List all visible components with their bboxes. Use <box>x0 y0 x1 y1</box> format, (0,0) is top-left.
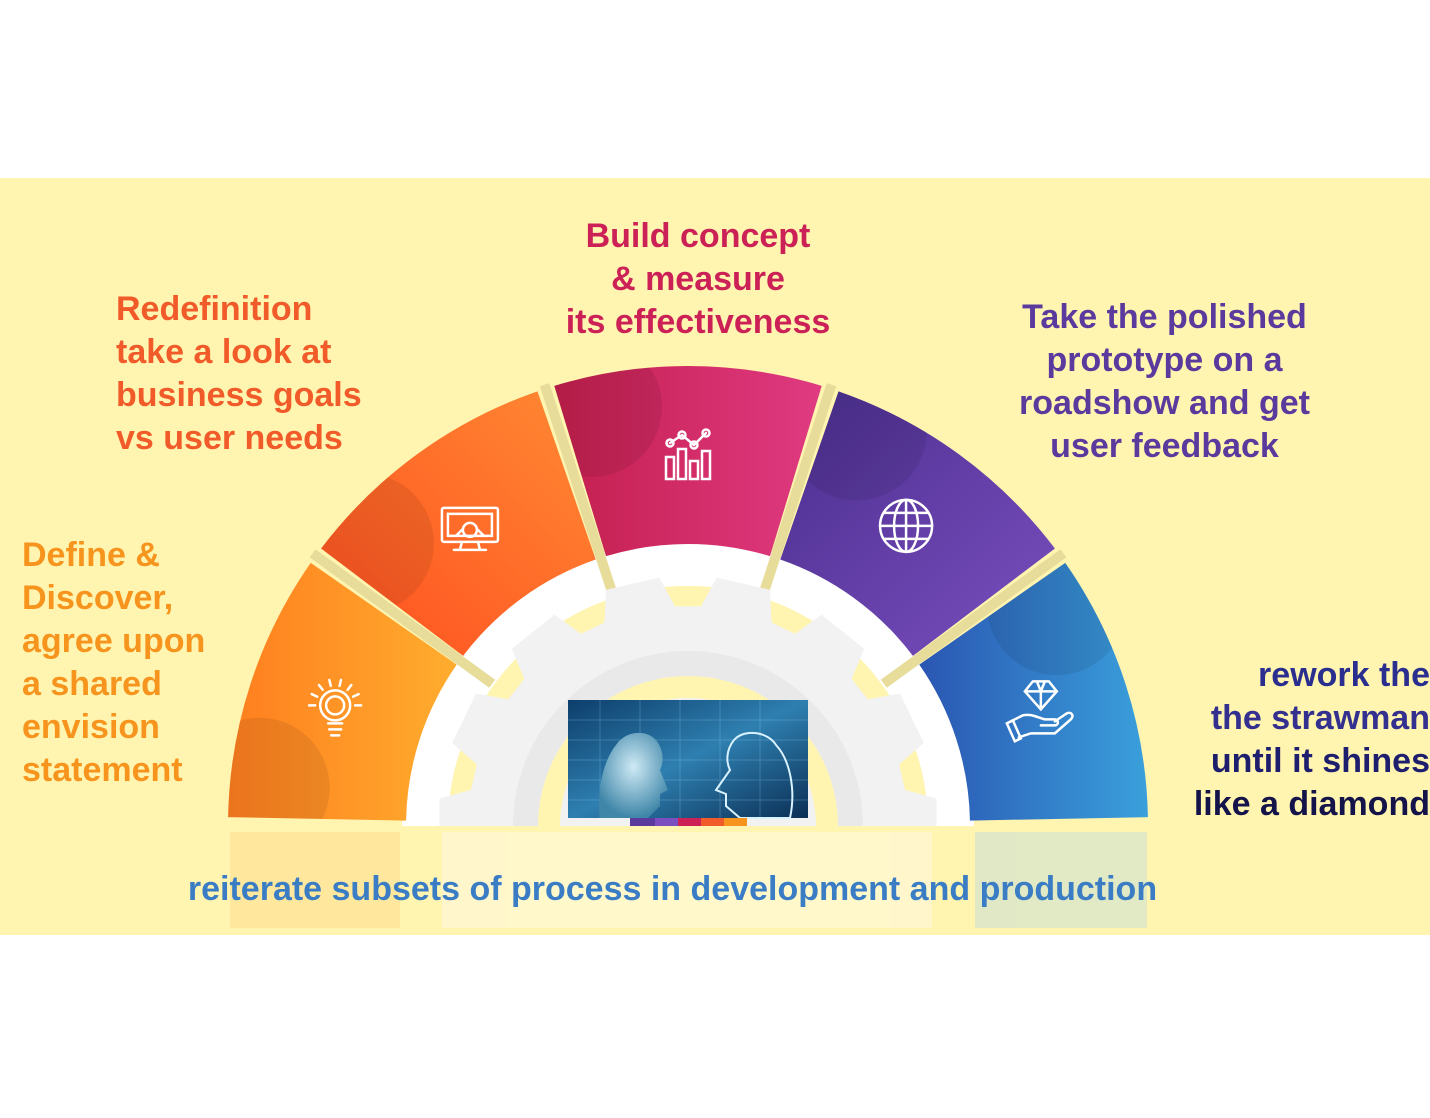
step-rework-line: rework the <box>1258 656 1430 694</box>
step-rework-line: like a diamond <box>1193 785 1430 823</box>
step-roadshow-text: Take the polished prototype on a roadsho… <box>992 296 1337 468</box>
step-rework-line: until it shines <box>1210 742 1430 780</box>
human-head-left <box>598 732 668 818</box>
segment-divider <box>758 383 837 598</box>
color-strip-orange <box>724 818 747 826</box>
monitor-gear-icon <box>440 506 500 552</box>
step-redefinition-line: business goals <box>116 376 362 414</box>
segment-divider <box>539 383 618 598</box>
step-redefinition-line: vs user needs <box>116 419 343 457</box>
color-strip-magenta <box>678 818 701 826</box>
step-redefinition-text: Redefinition take a look at business goa… <box>116 288 362 460</box>
segment-divider <box>880 549 1067 688</box>
step-redefinition-line: take a look at <box>116 333 332 371</box>
step-define-line: a shared <box>22 665 162 703</box>
step-rework-text: rework the the strawman until it shines … <box>1150 654 1430 826</box>
step-build-text: Build concept & measure its effectivenes… <box>538 215 858 344</box>
step-roadshow-line: user feedback <box>1050 427 1279 465</box>
diamond-hand-icon <box>1005 680 1074 744</box>
wireframe-head-right <box>714 731 794 819</box>
globe-icon <box>878 498 934 554</box>
step-define-line: statement <box>22 751 183 789</box>
step-define-text: Define & Discover, agree upon a shared e… <box>22 534 205 792</box>
reflection-right <box>975 832 1147 928</box>
step-build-line: its effectiveness <box>565 303 831 341</box>
step-define-line: Discover, <box>22 579 174 617</box>
step-roadshow-line: Take the polished <box>1022 298 1307 336</box>
step-define-line: Define & <box>22 536 160 574</box>
reflection-left <box>230 832 400 928</box>
footer-caption: reiterate subsets of process in developm… <box>187 870 1158 908</box>
step-redefinition-line: Redefinition <box>116 290 313 328</box>
bar-chart-icon <box>664 428 712 481</box>
step-build-line: Build concept <box>585 217 811 255</box>
reflection-center <box>442 832 932 928</box>
color-strip-red <box>701 818 724 826</box>
step-rework-line: the strawman <box>1210 699 1430 737</box>
step-define-line: envision <box>22 708 160 746</box>
color-strip-pink <box>655 818 678 826</box>
step-roadshow-line: prototype on a <box>1046 341 1283 379</box>
arc-reflection <box>230 832 1147 928</box>
step-build-line: & measure <box>611 260 785 298</box>
segment-divider <box>309 549 496 688</box>
center-image <box>568 700 808 826</box>
step-define-line: agree upon <box>22 622 206 660</box>
color-strip-purple <box>630 818 655 826</box>
step-roadshow-line: roadshow and get <box>1019 384 1310 422</box>
lightbulb-icon <box>307 678 363 737</box>
